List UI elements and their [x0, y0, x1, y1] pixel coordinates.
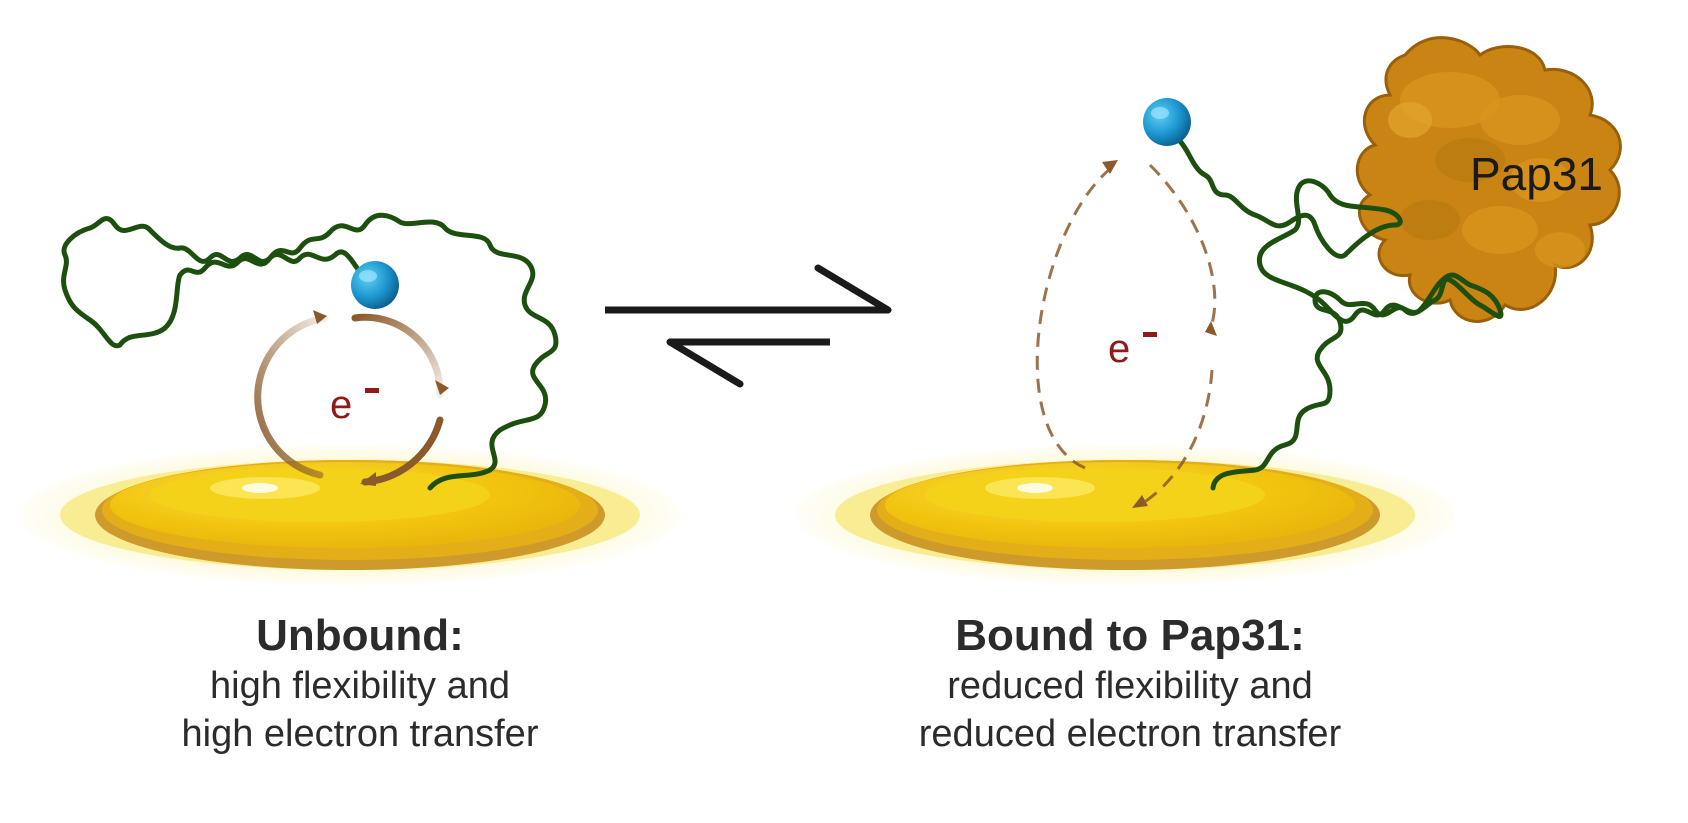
left-caption-line-2: high electron transfer — [181, 713, 539, 755]
left-redox-reporter-ball-icon — [351, 261, 399, 309]
left-panel: e — [20, 212, 680, 585]
right-arc-left — [1035, 163, 1116, 470]
left-caption-line-1: high flexibility and — [210, 665, 510, 707]
right-gold-electrode-icon — [795, 445, 1455, 585]
right-caption-title: Bound to Pap31: — [955, 611, 1305, 660]
left-gold-electrode-icon — [20, 445, 680, 585]
equilibrium-arrow-icon — [605, 264, 892, 388]
left-electron-label: e — [330, 383, 352, 427]
left-arc-bottom — [361, 416, 444, 486]
left-caption-title: Unbound: — [256, 611, 464, 660]
right-panel: e Pap31 — [795, 36, 1622, 585]
left-electron-cycle: e — [254, 310, 449, 486]
right-tether-strand — [1172, 129, 1504, 491]
right-caption-line-1: reduced flexibility and — [947, 665, 1313, 707]
right-electron-minus — [1143, 332, 1157, 337]
left-tether-strand — [61, 212, 559, 491]
protein-blob-icon: Pap31 — [1355, 36, 1622, 323]
left-arc-left — [254, 314, 329, 479]
right-arc-bottom — [1139, 369, 1214, 507]
left-electron-minus — [365, 388, 379, 393]
right-electron-cycle: e — [1035, 160, 1217, 508]
left-arc-top-right — [351, 313, 444, 399]
right-redox-reporter-ball-icon — [1143, 98, 1191, 146]
right-arc-top — [1148, 163, 1217, 331]
right-electron-label: e — [1108, 327, 1130, 371]
right-caption: Bound to Pap31: reduced flexibility and … — [820, 610, 1440, 758]
right-caption-line-2: reduced electron transfer — [918, 713, 1342, 755]
protein-label: Pap31 — [1470, 148, 1603, 200]
left-caption: Unbound: high flexibility and high elect… — [120, 610, 600, 758]
